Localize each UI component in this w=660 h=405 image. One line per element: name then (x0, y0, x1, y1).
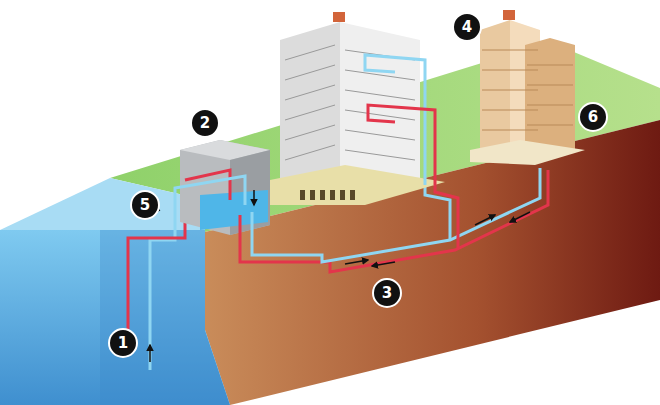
residential-tower (480, 20, 510, 158)
flow-arrow (510, 212, 530, 222)
callout-number: 2 (190, 108, 220, 138)
flow-arrow (149, 345, 151, 362)
residential-base (470, 140, 585, 165)
supply-pipe (175, 176, 245, 215)
building-return (435, 185, 458, 248)
callout-number: 4 (452, 12, 482, 42)
residential-tower (525, 38, 575, 152)
office-windows (285, 45, 415, 160)
callout-number: 6 (578, 102, 608, 132)
flow-arrow (345, 260, 368, 264)
rooftop-unit (503, 10, 515, 20)
office-podium (270, 165, 445, 205)
sea-water (0, 230, 230, 405)
podium-windows (300, 190, 355, 200)
callout-number: 3 (372, 278, 402, 308)
flow-arrow (253, 190, 255, 205)
callout-number: 1 (108, 328, 138, 358)
rooftop-unit (333, 12, 345, 22)
pump-station (180, 140, 270, 235)
callout-number: 5 (130, 190, 160, 220)
pump-basin (200, 190, 268, 230)
flow-arrow (372, 262, 395, 266)
earth-cross-section (205, 120, 660, 405)
tower-floors (482, 50, 573, 130)
building-cooling-loop (368, 105, 435, 185)
sea-water-depth (100, 230, 230, 405)
flow-arrow (475, 215, 495, 225)
